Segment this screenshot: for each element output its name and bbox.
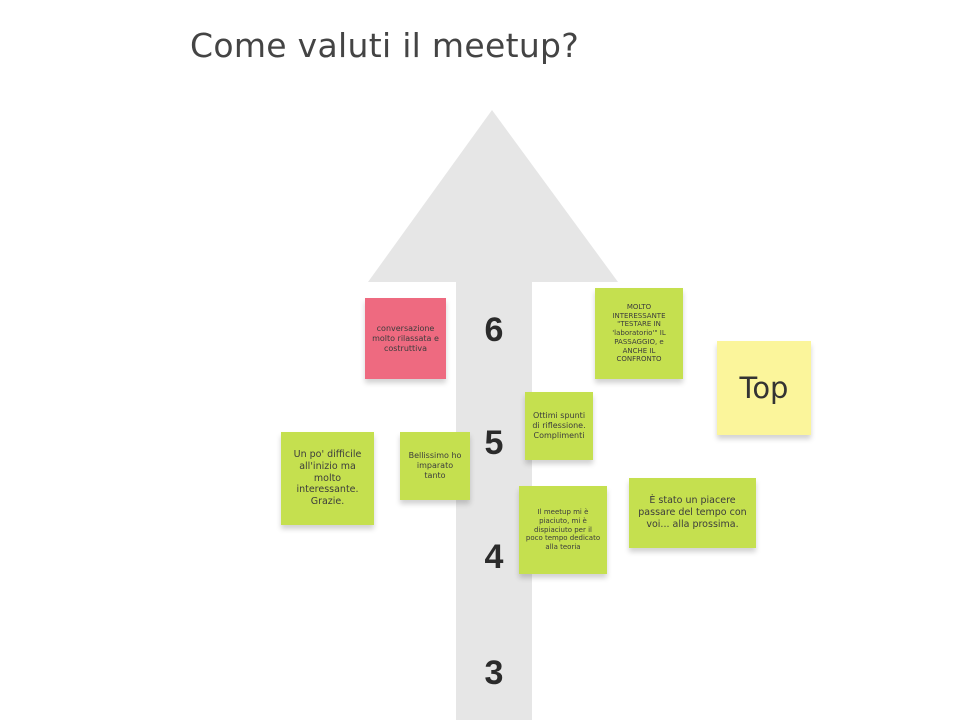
- sticky-note-top[interactable]: Top: [717, 341, 811, 435]
- sticky-note-text: conversazione molto rilassata e costrutt…: [372, 323, 439, 353]
- sticky-note-text: Il meetup mi è piaciuto, mi è dispiaciut…: [525, 508, 601, 552]
- scale-number-5: 5: [484, 424, 504, 462]
- scale-number-4: 4: [484, 538, 504, 576]
- sticky-note-text: Bellissimo ho imparato tanto: [408, 451, 462, 480]
- sticky-note-text: Un po' difficile all'inizio ma molto int…: [293, 448, 362, 508]
- sticky-note-molto-interessante[interactable]: MOLTO INTERESSANTE "TESTARE IN 'laborato…: [595, 288, 683, 379]
- sticky-note-text: È stato un piacere passare del tempo con…: [638, 495, 747, 530]
- sticky-note-meetup-piaciuto[interactable]: Il meetup mi è piaciuto, mi è dispiaciut…: [519, 486, 607, 574]
- sticky-note-bellissimo[interactable]: Bellissimo ho imparato tanto: [400, 432, 470, 500]
- sticky-note-text: Ottimi spunti di riflessione. Compliment…: [532, 411, 586, 440]
- sticky-note-conversazione[interactable]: conversazione molto rilassata e costrutt…: [365, 298, 446, 379]
- arrow-shape: [368, 110, 618, 720]
- sticky-note-ottimi-spunti[interactable]: Ottimi spunti di riflessione. Compliment…: [525, 392, 593, 460]
- scale-number-3: 3: [484, 654, 504, 692]
- scale-number-6: 6: [484, 311, 504, 349]
- sticky-note-text: MOLTO INTERESSANTE "TESTARE IN 'laborato…: [612, 302, 666, 364]
- sticky-note-text: Top: [739, 370, 789, 405]
- sticky-note-un-po-difficile[interactable]: Un po' difficile all'inizio ma molto int…: [281, 432, 374, 525]
- sticky-note-e-stato-un-piacere[interactable]: È stato un piacere passare del tempo con…: [629, 478, 756, 548]
- board-title: Come valuti il meetup?: [190, 26, 580, 65]
